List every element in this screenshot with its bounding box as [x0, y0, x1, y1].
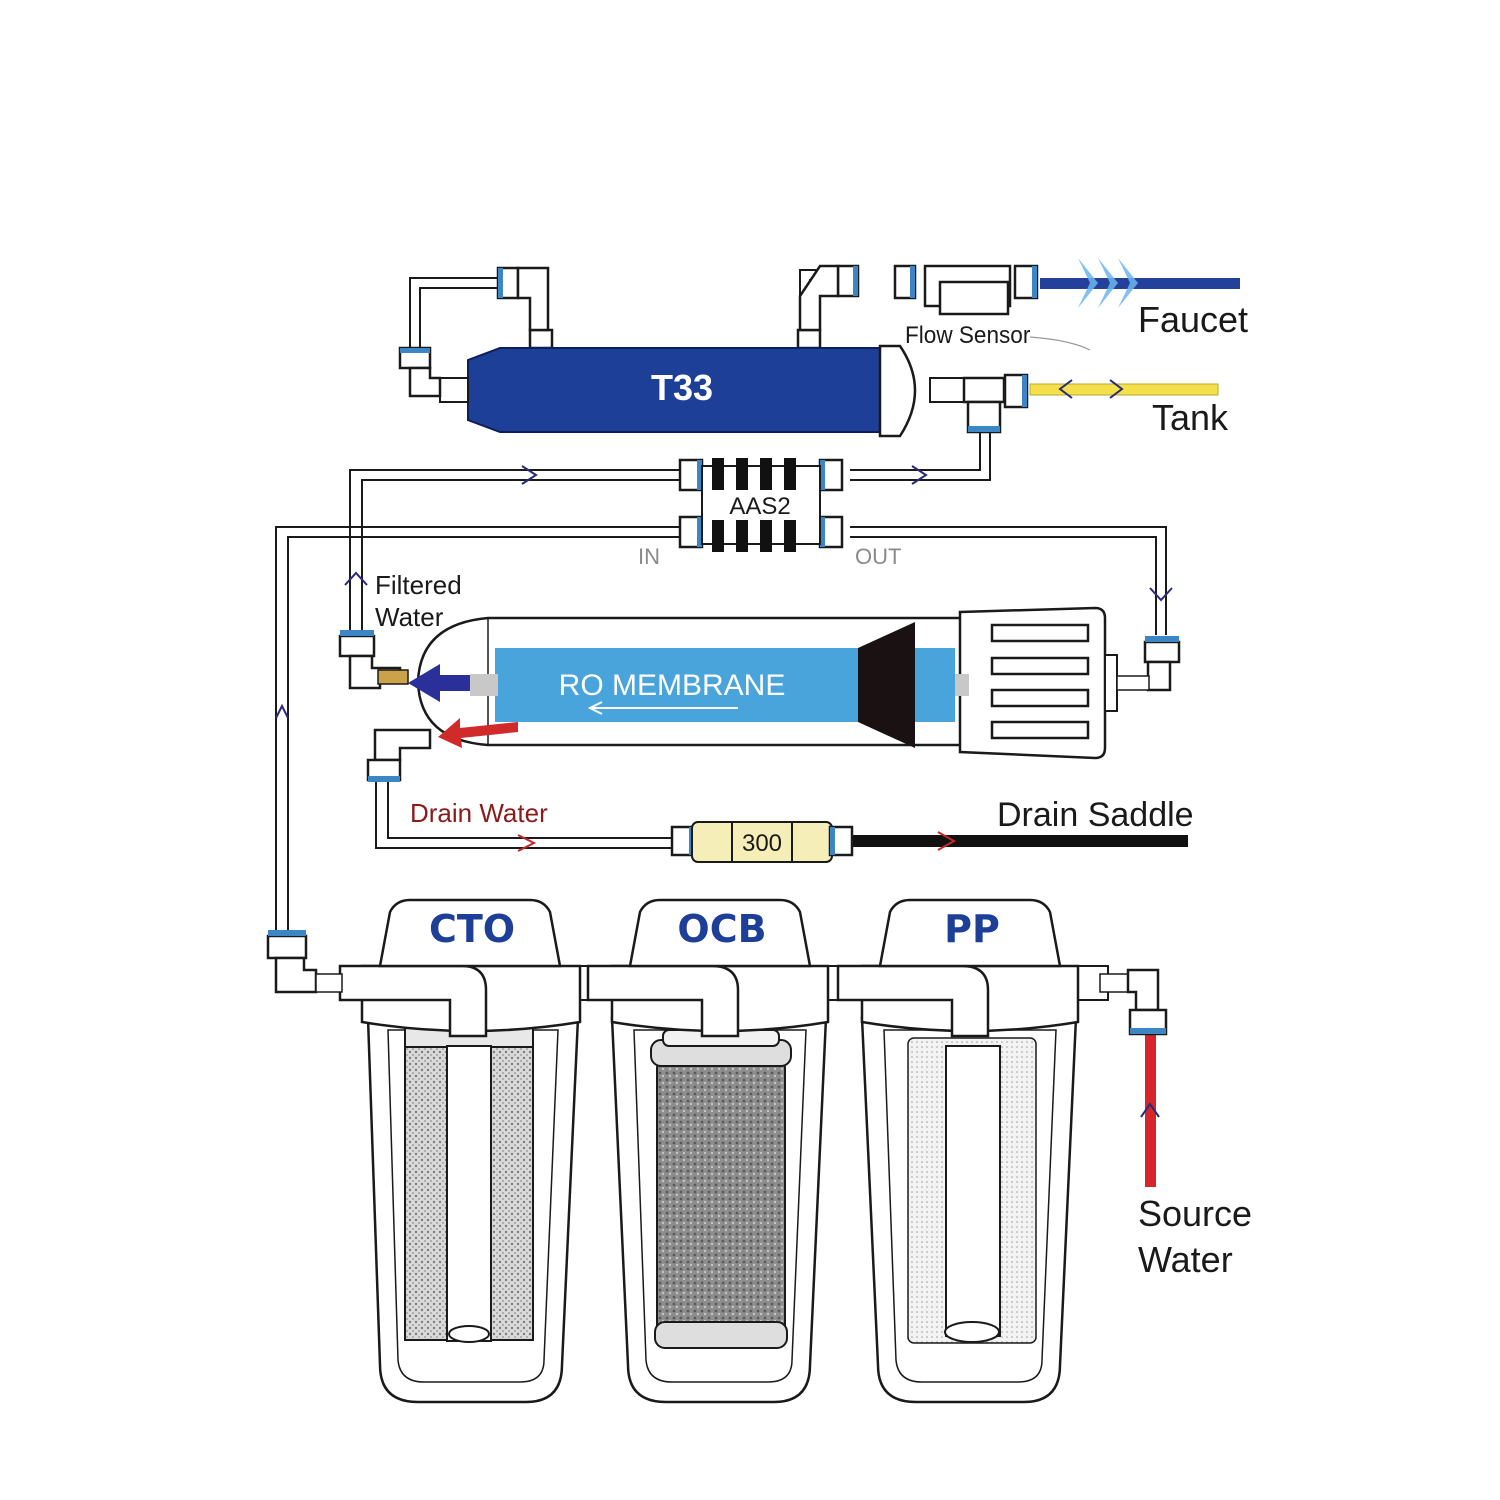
t33-filter: T33 [439, 328, 965, 438]
drain-saddle-line [850, 835, 1188, 847]
flow-arrow-icon [517, 834, 537, 852]
cto-housing: CTO [338, 898, 582, 1404]
ocb-housing: OCB [586, 898, 830, 1404]
filtered-water-label-line1: Filtered [375, 570, 462, 600]
membrane-fittings [338, 630, 1181, 782]
flow-arrow-icon [1149, 587, 1173, 602]
pp-housing: PP [836, 898, 1080, 1404]
drain-saddle-label: Drain Saddle [997, 796, 1194, 834]
pp-label: PP [944, 907, 1000, 951]
flow-arrow-icon [275, 703, 289, 719]
t33-label: T33 [651, 367, 713, 408]
source-water-label-line2: Water [1138, 1239, 1233, 1280]
aas2-valve: AAS2 [678, 458, 844, 552]
ro-membrane-label: RO MEMBRANE [559, 669, 786, 702]
filtered-out-arrow-icon [408, 664, 470, 702]
flow-arrow-icon [521, 465, 538, 485]
membrane-flow-arrow-icon [587, 701, 738, 715]
flow-arrow-icon [937, 831, 957, 851]
source-water-line [1145, 1035, 1156, 1187]
flow-arrow-icon [1140, 1102, 1160, 1118]
in-label: IN [638, 544, 660, 569]
faucet-flow-icon [1078, 258, 1138, 308]
ocb-label: OCB [677, 907, 766, 951]
housing-side-fittings [266, 930, 1168, 1036]
tank-line [1029, 383, 1219, 396]
drain-water-label: Drain Water [410, 798, 548, 828]
out-label: OUT [855, 544, 901, 569]
tank-label: Tank [1152, 397, 1229, 438]
aas2-label: AAS2 [729, 493, 790, 520]
flow-sensor-label: Flow Sensor [905, 321, 1031, 348]
filtered-water-label-line2: Water [375, 602, 444, 632]
t33-fittings [398, 264, 1039, 434]
flow-restrictor: 300 [670, 821, 854, 863]
flow-arrow-icon [911, 465, 928, 485]
cto-label: CTO [429, 907, 515, 951]
tubing [275, 269, 1167, 930]
tank-double-arrow-icon [1058, 379, 1124, 399]
ro-membrane-housing: RO MEMBRANE [408, 606, 1118, 760]
faucet-line [1040, 278, 1240, 289]
flow-sensor-leader [1029, 336, 1091, 351]
drain-out-arrow-icon [438, 718, 518, 748]
flow-arrow-icon [344, 571, 368, 586]
source-water-label-line1: Source [1138, 1193, 1252, 1234]
faucet-label: Faucet [1138, 299, 1248, 340]
flow-restrictor-label: 300 [742, 830, 782, 857]
